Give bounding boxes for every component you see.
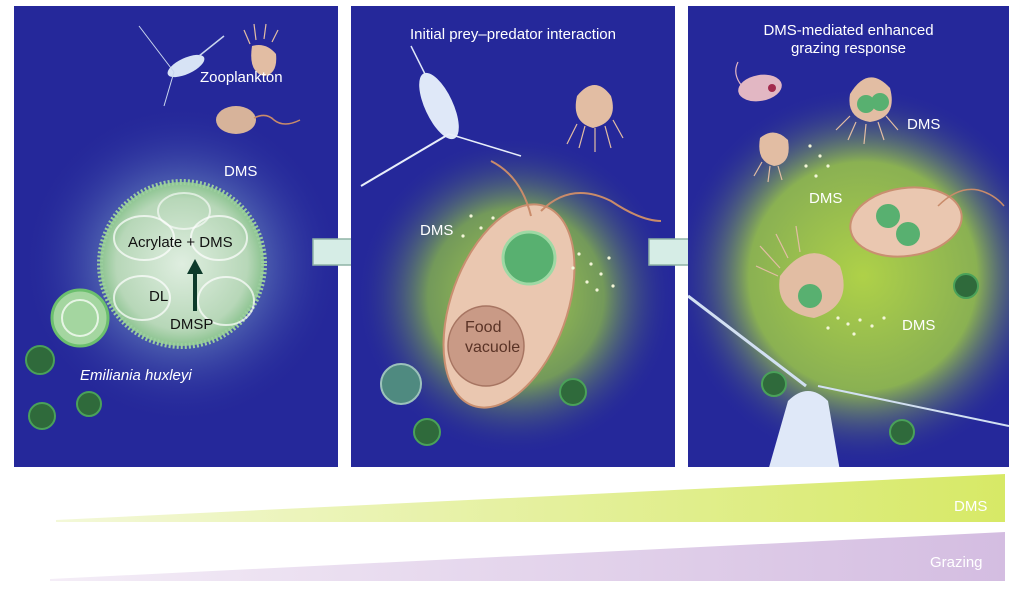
- acrylate-dms-label: Acrylate + DMS: [128, 234, 233, 251]
- panel-initial-interaction: Initial prey–predator interaction DMS Fo…: [351, 6, 675, 467]
- copepod-icon: [138, 25, 225, 107]
- coccolith-icon: [380, 363, 587, 446]
- ciliate-icon: [566, 85, 624, 152]
- zooplankton-label: Zooplankton: [200, 69, 283, 86]
- dms-dots: [804, 144, 886, 336]
- food-vacuole-label: Food vacuole: [465, 318, 520, 358]
- food-vacuole-line2: vacuole: [465, 339, 521, 356]
- dms-dots: [461, 214, 615, 292]
- coccolith-icon: [25, 345, 102, 430]
- dinoflagellate-icon: [216, 106, 301, 134]
- dinoflagellate-predator-icon: [442, 160, 662, 409]
- dmsp-label: DMSP: [170, 316, 214, 333]
- panel3-illustration: [688, 61, 1009, 467]
- coccolith-large-icon: [50, 288, 110, 348]
- ciliate-small-icon: [753, 132, 789, 183]
- panel3-title: DMS-mediated enhanced grazing response: [688, 22, 1009, 58]
- dinoflagellate-predator-icon: [849, 186, 1005, 258]
- panel3-title-line2: grazing response: [790, 40, 907, 57]
- dms-ramp: [56, 474, 1005, 522]
- panel1-illustration: [22, 23, 338, 430]
- panel2-title: Initial prey–predator interaction: [410, 26, 616, 43]
- species-label: Emiliania huxleyi: [80, 367, 192, 384]
- copepod-icon: [688, 294, 1009, 467]
- ciliate-icon: [243, 23, 279, 76]
- dms-ramp-label: DMS: [954, 498, 988, 515]
- dms-label: DMS: [902, 317, 936, 334]
- emiliania-cell-icon: [97, 179, 267, 349]
- coccolith-icon: [761, 273, 979, 445]
- ciliate-icon: [835, 77, 899, 145]
- copepod-icon: [360, 45, 522, 187]
- panel-enhanced-grazing: DMS-mediated enhanced grazing response D…: [688, 6, 1009, 467]
- dl-label: DL: [149, 288, 169, 305]
- ciliate-large-icon: [755, 225, 844, 318]
- grazing-ramp: [50, 532, 1005, 581]
- food-vacuole-line1: Food: [465, 319, 502, 336]
- panel-dmsp-cleavage: Zooplankton DMS Acrylate + DMS DL DMSP E…: [14, 6, 338, 467]
- grazing-ramp-label: Grazing: [930, 554, 983, 571]
- dmsp-arrow-icon: [187, 259, 203, 311]
- dms-label: DMS: [420, 222, 454, 239]
- dms-label: DMS: [224, 163, 258, 180]
- ingested-coccolith-icon: [501, 230, 557, 286]
- flagellate-icon: [735, 61, 782, 102]
- panel3-title-line1: DMS-mediated enhanced: [763, 22, 934, 39]
- panel2-illustration: [356, 45, 675, 456]
- dms-label: DMS: [809, 190, 843, 207]
- dms-label: DMS: [907, 116, 941, 133]
